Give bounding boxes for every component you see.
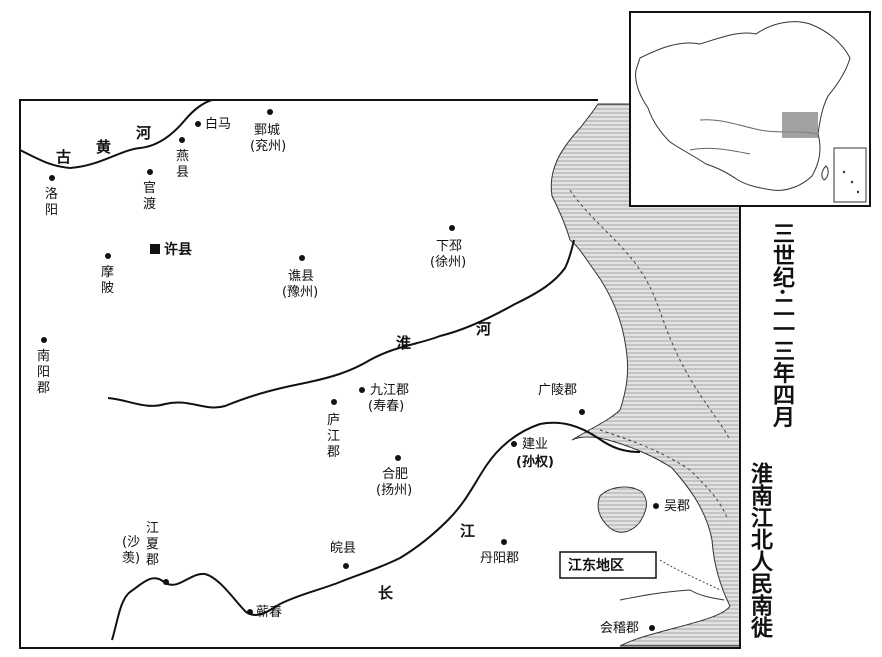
- place-nanyang-2: 阳: [37, 365, 50, 380]
- place-nanyang-1: 南: [37, 348, 50, 364]
- map-frame: [19, 99, 741, 649]
- place-guangling: 广陵郡: [538, 383, 577, 398]
- inset-china-outline: [635, 21, 851, 191]
- place-xuxian: 许县: [164, 241, 192, 258]
- place-dot-qichun: [247, 609, 253, 615]
- inset-island-dot: [842, 170, 846, 174]
- place-lujiang-2: 江: [327, 429, 340, 444]
- place-xuzhou: (徐州): [430, 255, 466, 270]
- place-wanxian: 皖县: [330, 541, 356, 556]
- inset-island-dot: [856, 190, 860, 194]
- place-jiujiang: 九江郡: [370, 383, 409, 398]
- coast-dotted: [659, 559, 721, 591]
- place-luoyang-2: 阳: [45, 203, 58, 218]
- place-kuaiji: 会稽郡: [600, 621, 639, 636]
- inset-highlight-region: [782, 112, 818, 138]
- place-xiapi: 下邳: [436, 239, 462, 254]
- place-dot-wujun: [653, 503, 659, 509]
- inset-map: [629, 11, 871, 207]
- place-dot-danyang: [501, 539, 507, 545]
- sea-boundary-line-2: [599, 429, 729, 521]
- place-dot-yanxian: [179, 137, 185, 143]
- place-dot-lujiang: [331, 399, 337, 405]
- place-dot-guandu: [147, 169, 153, 175]
- qiantang-estuary: [619, 589, 725, 601]
- title-line1: 三世纪·二一三年四月: [769, 222, 796, 429]
- inset-inner-line-2: [689, 147, 751, 155]
- region-label: 江东地区: [568, 557, 624, 574]
- place-yanxian-2: 县: [176, 165, 189, 180]
- river-label-chang: 长: [378, 584, 394, 602]
- place-dot-mopi: [105, 253, 111, 259]
- place-yangzhou: (扬州): [376, 483, 412, 498]
- place-nanyang-3: 郡: [37, 381, 50, 396]
- river-label-he2: 河: [476, 320, 491, 338]
- place-guandu-2: 渡: [143, 196, 156, 212]
- place-juancheng: 鄄城: [254, 123, 280, 138]
- place-dot-baima: [195, 121, 201, 127]
- river-label-huang: 黄: [96, 138, 111, 156]
- river-label-huai: 淮: [396, 334, 411, 352]
- sea-area: [550, 103, 741, 647]
- place-shouchun: (寿春): [368, 399, 404, 414]
- place-dot-juancheng: [267, 109, 273, 115]
- place-dot-qiaoxian: [299, 255, 305, 261]
- place-jiangxia-1: 江: [146, 521, 159, 536]
- gu-huanghe-river: [19, 99, 213, 170]
- place-hefei: 合肥: [382, 467, 408, 482]
- inset-island-dot: [850, 180, 854, 184]
- title-line2: 淮南江北人民南徙: [747, 462, 774, 639]
- river-label-gu: 古: [56, 148, 71, 166]
- place-jianye: 建业: [522, 437, 548, 452]
- place-dot-jiujiang: [359, 387, 365, 393]
- place-yuzhou: (豫州): [282, 285, 318, 300]
- place-marker-xuxian: [150, 244, 160, 254]
- region-label-box: [559, 551, 657, 579]
- place-jiangxia-3: 郡: [146, 553, 159, 568]
- place-dot-nanyang: [41, 337, 47, 343]
- place-luoyang-1: 洛: [45, 187, 58, 202]
- place-yanzhou: (兖州): [250, 139, 286, 154]
- place-danyang: 丹阳郡: [480, 551, 519, 566]
- place-baima: 白马: [205, 116, 231, 132]
- place-guandu-1: 官: [143, 180, 156, 196]
- taihu-lake: [597, 486, 647, 533]
- inset-taiwan: [821, 165, 829, 181]
- river-label-he: 河: [136, 124, 151, 142]
- place-dot-guangling: [579, 409, 585, 415]
- place-shaxian-2: 羡): [122, 550, 140, 566]
- changjiang-river: [111, 421, 641, 641]
- place-mopi-1: 摩: [101, 264, 114, 280]
- place-qichun: 蕲春: [256, 605, 282, 620]
- place-wujun: 吴郡: [664, 499, 690, 514]
- place-dot-jiangxia: [163, 579, 169, 585]
- place-yanxian-1: 燕: [176, 149, 189, 164]
- place-mopi-2: 陂: [101, 280, 114, 296]
- place-lujiang-3: 郡: [327, 445, 340, 460]
- place-dot-jianye: [511, 441, 517, 447]
- place-dot-wanxian: [343, 563, 349, 569]
- title-panel: [744, 210, 874, 650]
- place-sunquan: (孙权): [516, 454, 554, 470]
- place-dot-kuaiji: [649, 625, 655, 631]
- place-dot-xiapi: [449, 225, 455, 231]
- huaihe-river: [107, 239, 575, 409]
- place-lujiang-1: 庐: [327, 413, 340, 428]
- place-jiangxia-2: 夏: [146, 537, 159, 552]
- inset-south-sea-box: [833, 147, 867, 203]
- place-dot-luoyang: [49, 175, 55, 181]
- place-shaxian-1: (沙: [122, 535, 140, 550]
- place-qiaoxian: 谯县: [288, 269, 314, 284]
- place-dot-hefei: [395, 455, 401, 461]
- river-label-jiang: 江: [460, 522, 475, 540]
